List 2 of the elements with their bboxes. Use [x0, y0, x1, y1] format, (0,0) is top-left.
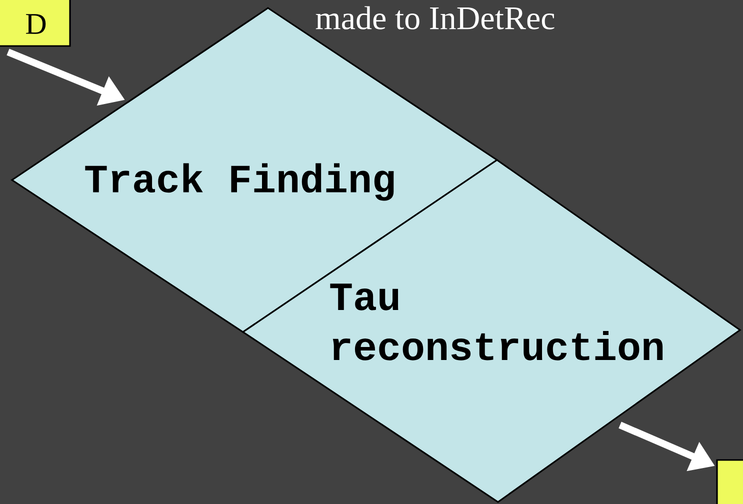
empty-box [716, 459, 743, 504]
process-box: D [0, 0, 71, 47]
